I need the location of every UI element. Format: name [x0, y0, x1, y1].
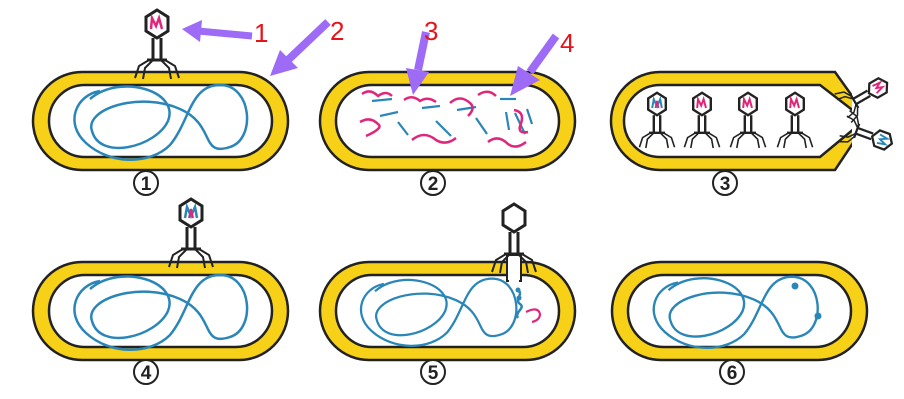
- panel-number-badge: [712, 170, 738, 196]
- panel-4: 4: [31, 197, 290, 385]
- hybrid-bacteriophage: [167, 197, 215, 270]
- integration-site: [791, 282, 799, 290]
- panel-number: 1: [141, 174, 152, 195]
- callout-arrow-3: [406, 31, 430, 95]
- progeny-phage: [776, 91, 814, 150]
- panel-1: 1: [31, 8, 290, 196]
- cell-interior: [47, 273, 274, 349]
- callout-label-3: 3: [424, 16, 438, 46]
- panel-number-badge: [420, 359, 446, 385]
- panel-number: 5: [428, 363, 439, 384]
- integration-site: [814, 312, 822, 320]
- cell-interior: [47, 83, 274, 159]
- panel-number-badge: [719, 359, 745, 385]
- injected-dna-pink: [525, 308, 542, 324]
- cell-interior: [334, 273, 561, 349]
- callout-arrow-4: [510, 33, 560, 96]
- released-phage: [832, 67, 897, 125]
- progeny-phage: [638, 91, 676, 150]
- panel-2: 2: [318, 70, 577, 196]
- cell-interior: [334, 83, 561, 159]
- progeny-phage: [683, 91, 721, 150]
- panel-number: 3: [720, 174, 731, 195]
- panel-3: 3: [609, 67, 899, 196]
- callout-arrow-1: [182, 20, 253, 42]
- callout-label-1: 1: [254, 18, 268, 48]
- panel-number: 2: [428, 174, 439, 195]
- progeny-phage: [729, 91, 767, 150]
- injected-dna-blue: [515, 288, 523, 319]
- callout-arrows: [182, 19, 560, 96]
- panel-number-badge: [133, 170, 159, 196]
- cell-interior: [626, 273, 853, 349]
- callout-arrow-2: [270, 19, 331, 76]
- callout-label-4: 4: [560, 28, 574, 58]
- panel-number-badge: [420, 170, 446, 196]
- panel-6: 6: [610, 260, 869, 385]
- injecting-phage: [491, 202, 537, 274]
- bacteriophage: [133, 8, 181, 81]
- panel-number-badge: [133, 359, 159, 385]
- panel-number: 4: [141, 363, 152, 384]
- released-phage: [836, 109, 899, 161]
- callout-label-2: 2: [330, 16, 344, 46]
- viral-dna-copies: [359, 90, 529, 148]
- panel-5: 5: [318, 202, 577, 385]
- panel-number: 6: [727, 363, 738, 384]
